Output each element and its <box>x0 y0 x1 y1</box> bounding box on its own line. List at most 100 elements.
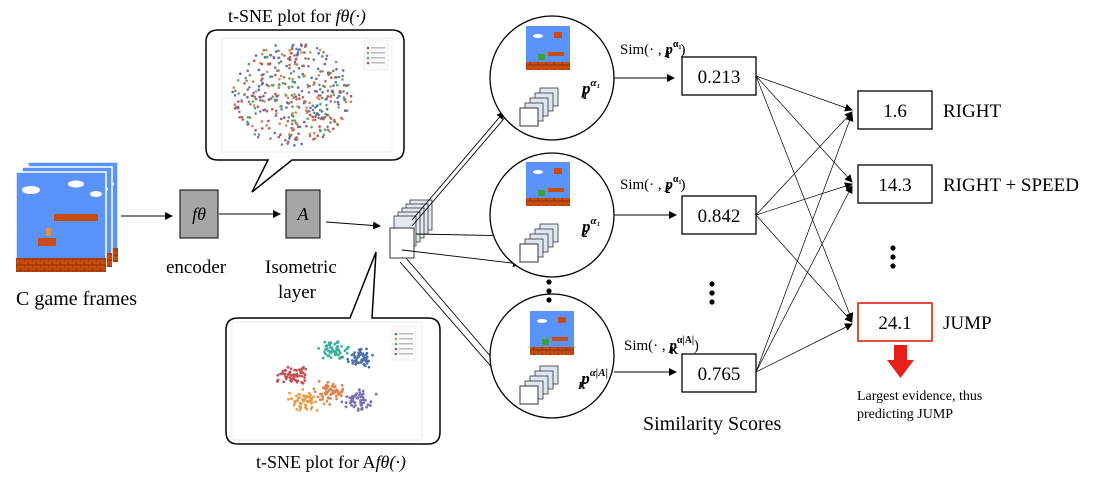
tsne-point <box>279 60 283 63</box>
tsne-point <box>330 117 333 120</box>
tsne-point <box>319 94 322 97</box>
tsne-point <box>316 67 320 71</box>
tsne-point <box>296 51 300 55</box>
tsne-point <box>237 100 240 103</box>
tsne-point <box>260 120 264 123</box>
tsne-point <box>354 404 357 407</box>
tsne-point <box>319 102 322 106</box>
tsne-point <box>277 135 281 139</box>
tsne-point <box>256 105 260 109</box>
tsne-point <box>271 95 275 98</box>
action-value-jump: 24.1 <box>878 313 911 334</box>
tsne-point <box>331 391 335 395</box>
tsne-point <box>304 57 307 60</box>
tsne-point <box>274 50 278 53</box>
tsne-point <box>303 74 307 78</box>
tsne-point <box>326 128 330 132</box>
tsne-point <box>305 124 308 128</box>
tsne-point <box>334 394 338 398</box>
prototype-label-k: pα|A|K <box>577 367 608 392</box>
tsne-point <box>294 111 298 114</box>
tsne-point <box>374 392 378 396</box>
conclusion-line2: predicting JUMP <box>857 407 953 422</box>
tsne-point <box>269 97 273 100</box>
tsne-point <box>349 94 353 98</box>
tsne-point <box>365 355 369 359</box>
tsne-point <box>318 88 322 91</box>
tsne-point <box>290 133 293 137</box>
tsne-point <box>357 388 361 392</box>
tsne-point <box>321 356 325 360</box>
tsne-point <box>265 109 269 113</box>
tsne-point <box>311 115 315 119</box>
tsne-point <box>277 56 280 60</box>
tsne-point <box>341 355 344 359</box>
tsne-point <box>234 89 237 93</box>
tsne-point <box>323 340 327 344</box>
tsne-point <box>361 396 365 399</box>
tsne-point <box>343 98 347 102</box>
tsne-point <box>288 376 292 380</box>
tsne-point <box>285 64 289 68</box>
tsne-point <box>308 132 312 136</box>
similarity-scores-label: Similarity Scores <box>643 413 782 435</box>
tsne-point <box>307 57 310 61</box>
tsne-point <box>314 400 317 404</box>
score-to-action-arrows <box>755 75 854 373</box>
tsne-point <box>257 133 261 136</box>
tsne-point <box>282 76 286 79</box>
tsne-point <box>299 369 303 373</box>
tsne-point <box>358 353 362 357</box>
tsne-point <box>301 96 305 99</box>
tsne-point <box>270 84 274 87</box>
tsne-point <box>300 51 303 54</box>
tsne-point <box>265 48 268 52</box>
tsne-point <box>303 373 307 377</box>
tsne-point <box>301 388 305 391</box>
tsne-point <box>295 394 298 398</box>
tsne-point <box>251 80 255 83</box>
tsne-point <box>309 113 312 117</box>
embedding-stack <box>389 199 433 259</box>
tsne-point <box>307 91 311 94</box>
tsne-point <box>293 81 297 84</box>
tsne-point <box>308 101 311 105</box>
tsne-point <box>354 358 358 362</box>
tsne-point <box>316 104 319 107</box>
input-label: C game frames <box>16 288 137 310</box>
tsne-point <box>336 100 340 104</box>
tsne-point <box>250 94 254 97</box>
isometric-label-line1: Isometric <box>265 257 337 278</box>
tsne-point <box>345 351 349 355</box>
tsne-point <box>316 96 319 99</box>
tsne-point <box>287 85 291 89</box>
tsne-point <box>284 377 288 381</box>
tsne-point <box>263 56 267 59</box>
tsne-point <box>260 62 264 66</box>
tsne-point <box>353 351 356 354</box>
tsne-point <box>293 119 297 122</box>
tsne-point <box>284 138 287 142</box>
tsne-point <box>252 104 256 107</box>
tsne-point <box>336 389 340 393</box>
tsne-point <box>312 111 316 115</box>
tsne-point <box>329 71 333 75</box>
tsne-point <box>323 115 327 119</box>
score-value-k: 0.765 <box>698 364 741 385</box>
tsne-point <box>297 132 300 135</box>
tsne-point <box>251 100 255 103</box>
tsne-point <box>292 96 295 99</box>
tsne-point <box>355 392 358 396</box>
tsne-point <box>315 112 319 115</box>
tsne-point <box>341 78 344 81</box>
tsne-point <box>350 359 354 362</box>
tsne-point <box>307 64 310 68</box>
score-ellipsis <box>709 281 715 305</box>
tsne-point <box>310 125 313 129</box>
tsne-point <box>357 361 360 365</box>
tsne-point <box>309 396 312 400</box>
tsne-point <box>288 391 291 395</box>
